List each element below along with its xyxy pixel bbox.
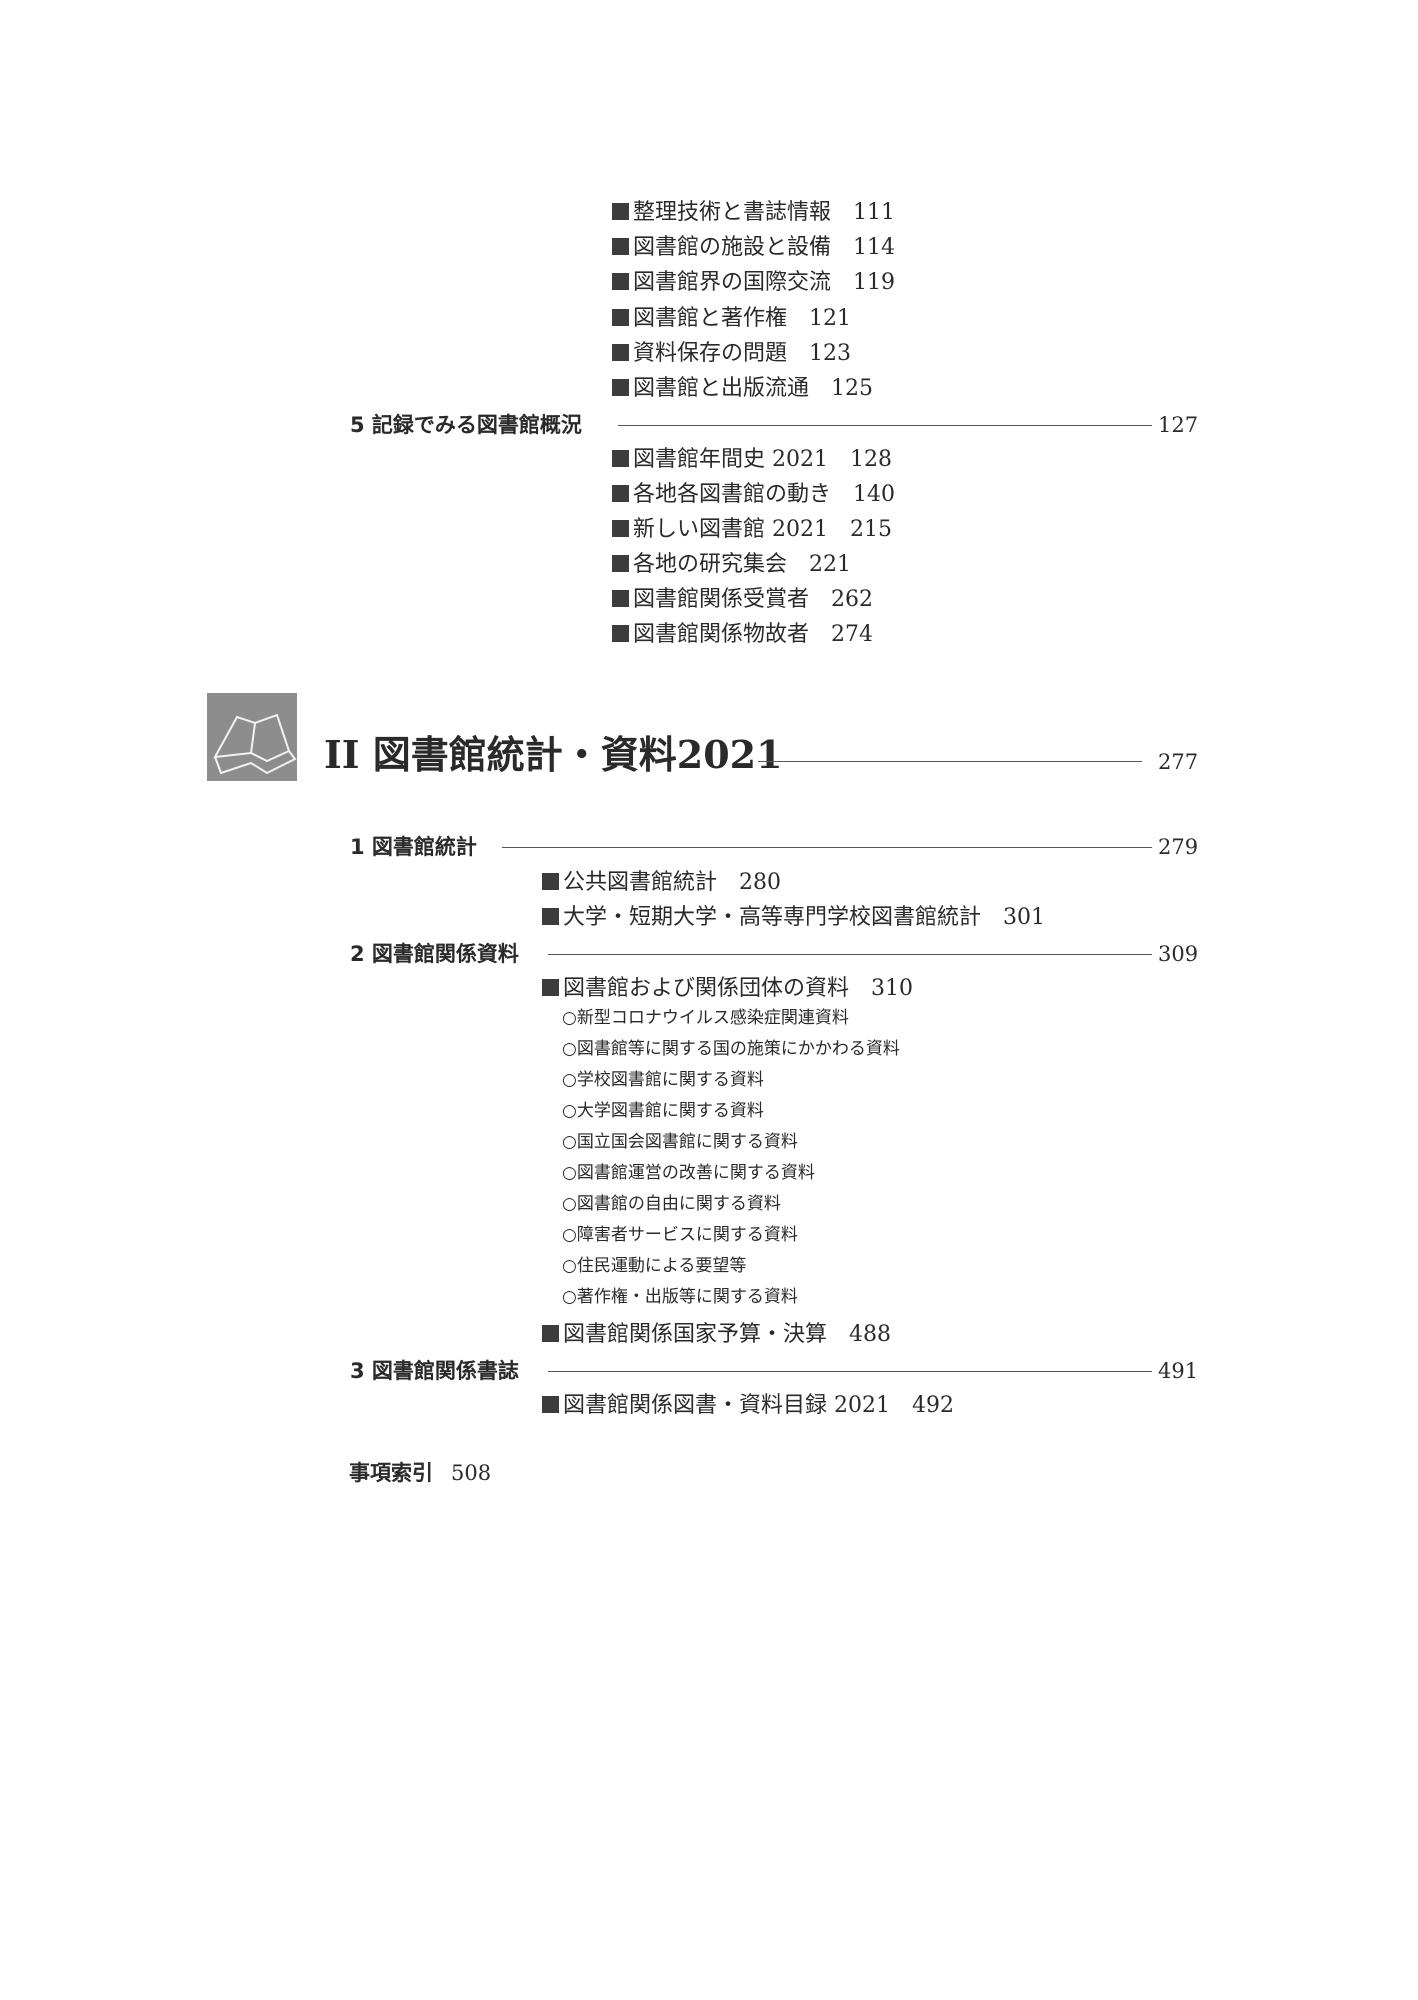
- square-bullet-icon: [612, 590, 629, 607]
- toc-subitem: ○学校図書館に関する資料: [562, 1070, 764, 1090]
- section-1-page: 279: [1158, 835, 1199, 859]
- leader-line: [502, 847, 1152, 848]
- leader-line: [548, 954, 1152, 955]
- part-2-leader-line: [758, 761, 1142, 762]
- section-1-row[interactable]: 1 図書館統計 279: [350, 832, 1200, 862]
- index-label: 事項索引: [349, 1461, 433, 1485]
- section-2-label: 2 図書館関係資料: [350, 942, 519, 966]
- square-bullet-icon: [612, 238, 629, 255]
- index-entry[interactable]: 事項索引 508: [349, 1458, 491, 1490]
- square-bullet-icon: [612, 450, 629, 467]
- section-5-page: 127: [1158, 413, 1199, 437]
- section-2-row[interactable]: 2 図書館関係資料 309: [350, 939, 1200, 969]
- toc-subitem: ○国立国会図書館に関する資料: [562, 1132, 798, 1152]
- section-3-label: 3 図書館関係書誌: [350, 1359, 519, 1383]
- square-bullet-icon: [542, 908, 559, 925]
- toc-subitem: ○大学図書館に関する資料: [562, 1101, 764, 1121]
- section-3-page: 491: [1158, 1359, 1199, 1383]
- square-bullet-icon: [612, 485, 629, 502]
- leader-line: [548, 1371, 1152, 1372]
- open-book-icon: [207, 693, 297, 781]
- toc-subitem: ○図書館の自由に関する資料: [562, 1194, 781, 1214]
- toc-subitem: ○住民運動による要望等: [562, 1256, 747, 1276]
- toc-subitem: ○図書館運営の改善に関する資料: [562, 1163, 815, 1183]
- square-bullet-icon: [542, 873, 559, 890]
- square-bullet-icon: [612, 273, 629, 290]
- square-bullet-icon: [612, 203, 629, 220]
- section-5-label: 5 記録でみる図書館概況: [350, 413, 582, 437]
- index-page: 508: [451, 1461, 492, 1485]
- square-bullet-icon: [612, 344, 629, 361]
- leader-line: [618, 425, 1152, 426]
- section-2-page: 309: [1158, 942, 1199, 966]
- square-bullet-icon: [612, 520, 629, 537]
- open-book-icon-graphic: [213, 713, 297, 775]
- section-1-label: 1 図書館統計: [350, 835, 477, 859]
- square-bullet-icon: [612, 625, 629, 642]
- square-bullet-icon: [612, 379, 629, 396]
- toc-subitem: ○新型コロナウイルス感染症関連資料: [562, 1008, 849, 1028]
- toc-subitem: ○障害者サービスに関する資料: [562, 1225, 798, 1245]
- part-2-title[interactable]: II 図書館統計・資料2021: [324, 732, 783, 777]
- square-bullet-icon: [612, 555, 629, 572]
- section-3-row[interactable]: 3 図書館関係書誌 491: [350, 1356, 1200, 1386]
- square-bullet-icon: [542, 979, 559, 996]
- square-bullet-icon: [542, 1396, 559, 1413]
- square-bullet-icon: [542, 1325, 559, 1342]
- part-2-page: 277: [1158, 750, 1199, 774]
- section-5-row[interactable]: 5 記録でみる図書館概況 127: [350, 410, 1200, 440]
- toc-subitem: ○図書館等に関する国の施策にかかわる資料: [562, 1039, 900, 1059]
- square-bullet-icon: [612, 309, 629, 326]
- toc-subitem: ○著作権・出版等に関する資料: [562, 1287, 798, 1307]
